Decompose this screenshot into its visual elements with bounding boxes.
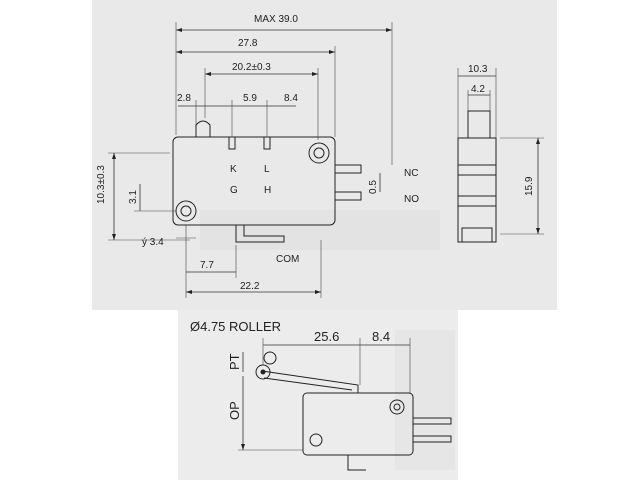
terminal-label-h: H xyxy=(264,185,271,196)
no-label: NO xyxy=(404,194,419,205)
side-inner-width-label: 4.2 xyxy=(471,84,485,95)
terminal-label-k: K xyxy=(230,164,237,175)
op-label: OP xyxy=(227,401,242,420)
hole-dia-label: ý 3.4 xyxy=(142,237,164,248)
background-ghost-marks xyxy=(200,210,455,470)
side-width-label: 10.3 xyxy=(468,64,488,75)
terminal-label-l: L xyxy=(264,164,270,175)
lever-length-label: 25.6 xyxy=(314,329,339,344)
switch-body-side xyxy=(457,110,497,243)
gap-label: 8.4 xyxy=(372,329,390,344)
com-label: COM xyxy=(276,254,299,265)
pin-offset-label: 2.8 xyxy=(177,93,191,104)
terminal-gap-label: 0.5 xyxy=(368,180,379,194)
terminal-label-g: G xyxy=(230,185,238,196)
height-label: 10.3±0.3 xyxy=(96,165,107,204)
com-offset-label: 7.7 xyxy=(200,260,214,271)
nc-label: NC xyxy=(404,168,418,179)
pt-label: PT xyxy=(227,353,242,370)
body-length-label: 27.8 xyxy=(238,38,258,49)
side-dimension-lines xyxy=(457,68,544,235)
com-span-label: 22.2 xyxy=(240,281,260,292)
pin-gap-1-label: 5.9 xyxy=(243,93,257,104)
max-length-label: MAX 39.0 xyxy=(254,14,298,25)
hole-offset-label: 3.1 xyxy=(128,190,139,204)
terminal-span-label: 20.2±0.3 xyxy=(232,62,271,73)
top-dimension-lines xyxy=(108,22,393,298)
roller-switch-drawing xyxy=(238,338,452,471)
side-height-label: 15.9 xyxy=(524,176,535,196)
roller-label: Ø4.75 ROLLER xyxy=(190,319,281,334)
switch-body-front xyxy=(172,120,362,243)
pin-gap-2-label: 8.4 xyxy=(284,93,298,104)
